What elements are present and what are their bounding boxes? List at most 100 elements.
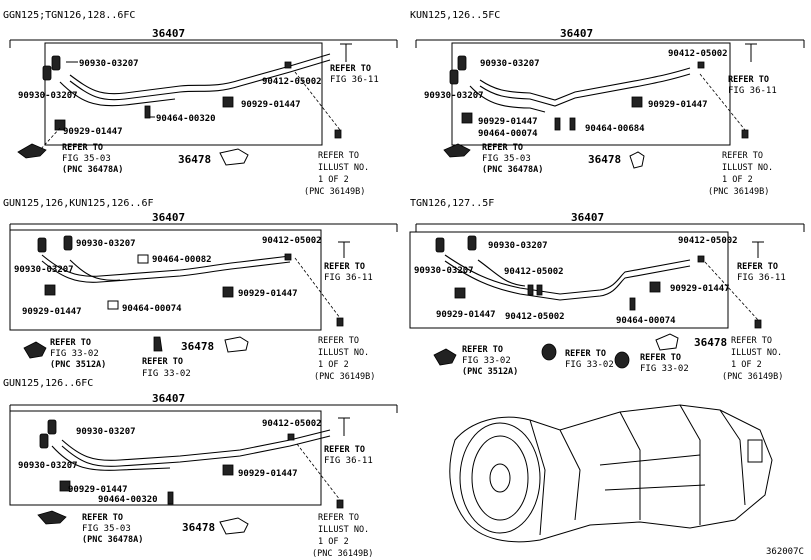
- part-label[interactable]: 90929-01447: [670, 284, 730, 294]
- fig-link[interactable]: FIG 36-11: [728, 86, 777, 96]
- part-label[interactable]: 90412-05002: [262, 77, 322, 87]
- ref-text: REFER TO: [482, 143, 523, 153]
- ref-text: REFER TO: [318, 513, 359, 523]
- part-label[interactable]: 90930-03207: [76, 427, 136, 437]
- fig-link[interactable]: FIG 36-11: [737, 273, 786, 283]
- pnc-main-label[interactable]: 36407: [152, 27, 185, 40]
- ref-text: ILLUST NO.: [318, 525, 369, 535]
- part-label[interactable]: 90929-01447: [436, 310, 496, 320]
- fig-link[interactable]: FIG 33-02: [640, 364, 689, 374]
- section-gun125-6f: GUN125,126,KUN125,126..6F 36407 90930-03…: [3, 198, 398, 382]
- ref-link[interactable]: (PNC 36149B): [314, 372, 375, 382]
- part-label[interactable]: 90412-05002: [504, 267, 564, 277]
- ref-text: REFER TO: [462, 345, 503, 355]
- ref-text: 1 OF 2: [722, 175, 753, 185]
- ref-text: REFER TO: [324, 262, 365, 272]
- section-title: GUN125,126..6FC: [3, 378, 93, 389]
- fig-link[interactable]: FIG 36-11: [324, 456, 373, 466]
- ref-text: (PNC 3512A): [462, 367, 518, 377]
- pnc-clip-label[interactable]: 36478: [588, 153, 621, 166]
- part-label[interactable]: 90464-00320: [98, 495, 158, 505]
- part-label[interactable]: 90930-03207: [18, 91, 78, 101]
- ref-text: ILLUST NO.: [722, 163, 773, 173]
- assembly-box: [44, 42, 323, 146]
- part-label[interactable]: 90929-01447: [68, 485, 128, 495]
- ref-text: ILLUST NO.: [318, 348, 369, 358]
- fig-link[interactable]: FIG 33-02: [462, 356, 511, 366]
- assembly-box: [9, 229, 322, 331]
- assembly-box: [9, 410, 322, 506]
- ref-text: REFER TO: [318, 151, 359, 161]
- part-label[interactable]: 90930-03207: [76, 239, 136, 249]
- pnc-main-label[interactable]: 36407: [560, 27, 593, 40]
- ref-link[interactable]: (PNC 36149B): [722, 372, 783, 382]
- part-label[interactable]: 90930-03207: [424, 91, 484, 101]
- section-tgn126-5f: TGN126,127..5F 36407 90930-03207 90930-0…: [409, 198, 805, 382]
- pnc-clip-label[interactable]: 36478: [182, 521, 215, 534]
- ref-text: (PNC 3512A): [50, 360, 106, 370]
- pnc-clip-label[interactable]: 36478: [178, 153, 211, 166]
- ref-text: 1 OF 2: [731, 360, 762, 370]
- pnc-clip-label[interactable]: 36478: [694, 336, 727, 349]
- pnc-main-label[interactable]: 36407: [571, 211, 604, 224]
- fig-link[interactable]: FIG 36-11: [330, 75, 379, 85]
- ref-text: REFER TO: [737, 262, 778, 272]
- ref-text: 1 OF 2: [318, 175, 349, 185]
- part-label[interactable]: 90929-01447: [238, 469, 298, 479]
- part-label[interactable]: 90464-00684: [585, 124, 645, 134]
- part-label[interactable]: 90464-00074: [616, 316, 676, 326]
- ref-link[interactable]: (PNC 36149B): [708, 187, 769, 197]
- part-label[interactable]: 90930-03207: [414, 266, 474, 276]
- part-label[interactable]: 90412-05002: [505, 312, 565, 322]
- ref-text: 1 OF 2: [318, 360, 349, 370]
- part-label[interactable]: 90930-03207: [18, 461, 78, 471]
- part-label[interactable]: 90412-05002: [262, 419, 322, 429]
- part-label[interactable]: 90464-00074: [122, 304, 182, 314]
- part-label[interactable]: 90930-03207: [480, 59, 540, 69]
- pnc-main-label[interactable]: 36407: [152, 211, 185, 224]
- section-title: KUN125,126..5FC: [410, 10, 500, 21]
- section-title: TGN126,127..5F: [410, 198, 494, 209]
- part-label[interactable]: 90929-01447: [63, 127, 123, 137]
- part-label[interactable]: 90930-03207: [488, 241, 548, 251]
- fig-link[interactable]: FIG 33-02: [565, 360, 614, 370]
- ref-text: (PNC 36478A): [482, 165, 543, 175]
- figure-number: 362007C: [766, 547, 804, 557]
- part-label[interactable]: 90464-00074: [478, 129, 538, 139]
- ref-text: REFER TO: [722, 151, 763, 161]
- section-title: GGN125;TGN126,128..6FC: [3, 10, 135, 21]
- fig-link[interactable]: FIG 36-11: [324, 273, 373, 283]
- fig-link[interactable]: FIG 33-02: [50, 349, 99, 359]
- part-label[interactable]: 90412-05002: [678, 236, 738, 246]
- ref-text: ILLUST NO.: [318, 163, 369, 173]
- fig-link[interactable]: FIG 35-03: [62, 154, 111, 164]
- part-label[interactable]: 90929-01447: [478, 117, 538, 127]
- fig-link[interactable]: FIG 35-03: [482, 154, 531, 164]
- part-label[interactable]: 90464-00082: [152, 255, 212, 265]
- part-label[interactable]: 90929-01447: [648, 100, 708, 110]
- ref-text: REFER TO: [50, 338, 91, 348]
- part-label[interactable]: 90929-01447: [238, 289, 298, 299]
- part-label[interactable]: 90930-03207: [14, 265, 74, 275]
- ref-text: REFER TO: [330, 64, 371, 74]
- part-label[interactable]: 90929-01447: [22, 307, 82, 317]
- ref-text: REFER TO: [142, 357, 183, 367]
- ref-text: REFER TO: [565, 349, 606, 359]
- assembly-box: [451, 42, 731, 146]
- ref-text: REFER TO: [640, 353, 681, 363]
- part-label[interactable]: 90412-05002: [668, 49, 728, 59]
- part-label[interactable]: 90412-05002: [262, 236, 322, 246]
- part-label[interactable]: 90930-03207: [79, 59, 139, 69]
- ref-link[interactable]: (PNC 36149B): [304, 187, 365, 197]
- part-label[interactable]: 90929-01447: [241, 100, 301, 110]
- fig-link[interactable]: FIG 33-02: [142, 369, 191, 379]
- part-label[interactable]: 90464-00320: [156, 114, 216, 124]
- section-kun125-5fc: KUN125,126..5FC 36407 90930-03207 90930-…: [410, 10, 805, 197]
- pnc-main-label[interactable]: 36407: [152, 392, 185, 405]
- ref-text: REFER TO: [318, 336, 359, 346]
- ref-link[interactable]: (PNC 36149B): [312, 549, 373, 559]
- assembly-box: [409, 231, 729, 329]
- pnc-clip-label[interactable]: 36478: [181, 340, 214, 353]
- fig-link[interactable]: FIG 35-03: [82, 524, 131, 534]
- ref-text: REFER TO: [731, 336, 772, 346]
